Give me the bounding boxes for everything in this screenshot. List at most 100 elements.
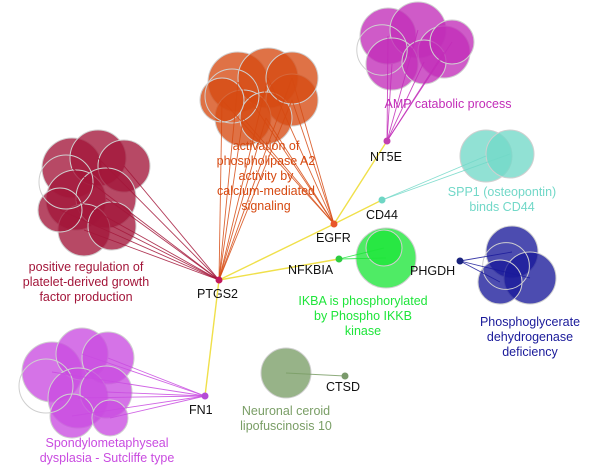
gene-label-ctsd: CTSD (326, 380, 360, 394)
term-label-line: binds CD44 (469, 200, 534, 214)
term-gene-edge (81, 353, 206, 397)
term-gene-edge (386, 29, 419, 142)
term-circle-outline (356, 24, 408, 76)
term-gene-edge (381, 153, 511, 201)
term-circle-outline (204, 68, 260, 124)
term-gene-edges (381, 153, 511, 201)
term-label-t_spp1: SPP1 (osteopontin)binds CD44 (448, 185, 556, 214)
term-label-line: signaling (241, 199, 290, 213)
term-cluster-t_spp1 (459, 129, 535, 183)
term-gene-edge (105, 391, 206, 397)
term-gene-edge (386, 63, 393, 142)
gene-node-ctsd[interactable] (341, 372, 349, 380)
gene-node-egfr[interactable] (330, 220, 338, 228)
term-gene-edge (285, 372, 346, 377)
term-gene-edge (381, 155, 487, 201)
term-gene-edge (218, 117, 267, 281)
term-circle-outline (38, 154, 94, 210)
term-label-line: AMP catabolic process (385, 97, 512, 111)
term-gene-edge (386, 35, 389, 142)
gene-node-nfkbia[interactable] (335, 255, 343, 263)
term-gene-edge (218, 117, 244, 281)
gene-node-fn1[interactable] (201, 392, 209, 400)
term-gene-edges (221, 77, 335, 225)
term-label-line: kinase (345, 324, 381, 338)
term-gene-edge (71, 395, 206, 417)
term-gene-edge (218, 77, 293, 281)
term-gene-edge (459, 251, 513, 262)
term-label-line: platelet-derived growth (23, 275, 150, 289)
gene-node-nt5e[interactable] (383, 137, 391, 145)
term-label-line: deficiency (502, 345, 558, 359)
term-label-line: factor production (39, 290, 132, 304)
term-gene-edge (107, 357, 206, 397)
term-gene-edge (338, 247, 385, 260)
term-label-line: activation of (233, 139, 300, 153)
term-label-line: activity by (239, 169, 295, 183)
term-gene-edge (218, 77, 269, 281)
term-label-t_amp: AMP catabolic process (385, 97, 512, 111)
term-gene-edges (386, 29, 453, 142)
gene-label-ptgs2: PTGS2 (197, 287, 238, 301)
term-cluster-t_phgdh (477, 225, 557, 305)
term-gene-edge (338, 257, 387, 260)
term-gene-edge (218, 99, 293, 281)
term-gene-edges (338, 247, 387, 260)
term-gene-edge (221, 99, 335, 225)
term-gene-edge (237, 81, 335, 225)
term-gene-edge (109, 395, 206, 419)
gene-node-cd44[interactable] (378, 196, 386, 204)
gene-link (204, 279, 220, 397)
term-gene-edge (75, 199, 220, 281)
term-label-line: Spondylometaphyseal (46, 436, 169, 450)
term-label-line: dehydrogenase (487, 330, 573, 344)
term-label-line: lipofuscinosis 10 (240, 419, 332, 433)
term-cluster-t_pla2 (199, 47, 319, 147)
term-circle-outline (18, 358, 74, 414)
term-gene-edge (267, 77, 335, 225)
gene-label-egfr: EGFR (316, 231, 351, 245)
term-gene-edge (111, 225, 220, 281)
gene-link (218, 223, 335, 281)
term-label-line: calcium-mediated (217, 184, 315, 198)
gene-label-fn1: FN1 (189, 403, 213, 417)
term-cluster-t_amp (356, 1, 475, 91)
term-gene-edge (51, 371, 206, 397)
gene-node-ptgs2[interactable] (215, 276, 223, 284)
term-gene-edge (386, 61, 425, 142)
term-label-line: Neuronal ceroid (242, 404, 330, 418)
term-label-line: phospholipase A2 (217, 154, 316, 168)
term-gene-edge (386, 41, 453, 142)
term-gene-edge (83, 229, 220, 281)
gene-label-cd44: CD44 (366, 208, 398, 222)
term-gene-edge (242, 117, 335, 225)
term-label-line: by Phospho IKKB (314, 309, 412, 323)
gene-label-nfkbia: NFKBIA (288, 263, 334, 277)
term-gene-edge (77, 395, 206, 399)
term-gene-edges (59, 157, 220, 281)
term-gene-edge (459, 260, 531, 279)
term-gene-edges (459, 251, 531, 283)
gene-label-nt5e: NT5E (370, 150, 402, 164)
term-gene-edge (291, 99, 335, 225)
term-gene-edges (285, 372, 346, 377)
term-gene-edge (123, 165, 220, 281)
gene-node-phgdh[interactable] (456, 257, 464, 265)
term-cluster-t_spondylo (18, 327, 135, 439)
term-label-line: positive regulation of (29, 260, 144, 274)
term-gene-edge (105, 197, 220, 281)
gene-link (333, 140, 388, 225)
term-gene-edge (218, 81, 239, 281)
term-gene-edge (71, 167, 220, 281)
term-gene-edge (59, 209, 220, 281)
term-circle-outline (482, 242, 530, 290)
term-gene-edge (459, 260, 501, 283)
term-label-line: SPP1 (osteopontin) (448, 185, 556, 199)
gene-link (333, 199, 383, 225)
term-label-line: dysplasia - Sutcliffe type (40, 451, 175, 465)
